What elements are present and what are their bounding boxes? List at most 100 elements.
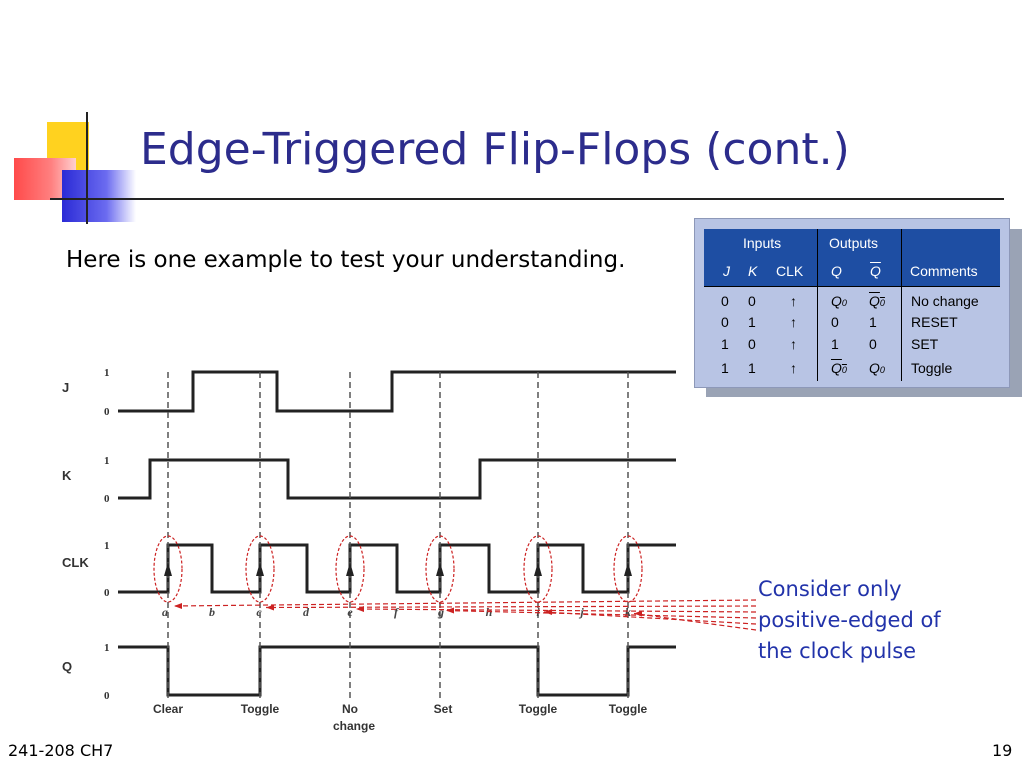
truth-row-k: 1	[748, 360, 756, 376]
truth-row-comment: Toggle	[911, 360, 953, 376]
truth-row-k: 0	[748, 293, 756, 309]
header-q: Q	[831, 263, 842, 279]
segment-label: j	[578, 605, 584, 619]
header-clk: CLK	[776, 263, 804, 279]
header-outputs: Outputs	[829, 235, 879, 251]
pointer-arrowhead-icon	[174, 603, 182, 609]
truth-row-qbar: Q0	[869, 293, 885, 309]
truth-row-q: Q0	[831, 293, 847, 309]
edge-highlight-ellipse	[613, 535, 643, 603]
truth-table-divider-v1	[817, 229, 818, 381]
edge-highlight-ellipse	[153, 535, 183, 603]
edge-highlight-ellipse	[425, 535, 455, 603]
clock-rising-edge-icon: ↑	[790, 314, 797, 330]
truth-row-j: 1	[721, 360, 729, 376]
truth-row-qbar: 1	[869, 314, 877, 330]
pointer-line	[173, 599, 757, 607]
truth-row-comment: RESET	[911, 314, 958, 330]
q-state-label: Toggle	[519, 702, 558, 716]
truth-row-q: Q0	[831, 360, 847, 376]
header-comments: Comments	[910, 263, 978, 279]
q-waveform	[118, 645, 676, 697]
edge-highlight-ellipse	[335, 535, 365, 603]
level-high-label: 1	[104, 540, 110, 552]
rising-edge-arrow-icon	[624, 562, 632, 576]
level-high-label: 1	[104, 367, 110, 379]
truth-row-k: 1	[748, 314, 756, 330]
q-state-label: Toggle	[241, 702, 280, 716]
truth-row-comment: SET	[911, 336, 939, 352]
level-low-label: 0	[104, 493, 110, 505]
pointer-arrowhead-icon	[356, 606, 364, 612]
pointer-line	[633, 612, 757, 631]
signal-label-j: J	[62, 380, 69, 395]
footer-course-code: 241-208 CH7	[8, 741, 114, 760]
truth-row-k: 0	[748, 336, 756, 352]
header-k: K	[748, 263, 758, 279]
rising-edge-arrow-icon	[164, 562, 172, 576]
level-low-label: 0	[104, 690, 110, 702]
q-state-label: Set	[434, 702, 453, 716]
segment-label: d	[303, 605, 310, 619]
clock-rising-edge-icon: ↑	[790, 336, 797, 352]
header-inputs: Inputs	[743, 235, 782, 251]
rising-edge-arrow-icon	[256, 562, 264, 576]
level-high-label: 1	[104, 642, 110, 654]
q-state-label: Toggle	[609, 702, 648, 716]
j-waveform	[118, 370, 676, 413]
decor-blue-square	[62, 170, 136, 222]
signal-label-q: Q	[62, 659, 72, 674]
clock-rising-edge-icon: ↑	[790, 360, 797, 376]
pointer-line	[265, 605, 757, 609]
pointer-line	[355, 608, 757, 613]
segment-label: g	[437, 605, 444, 619]
pointer-arrowhead-icon	[544, 609, 552, 615]
header-qbar: Q	[870, 263, 881, 279]
segment-label: e	[347, 605, 353, 619]
level-low-label: 0	[104, 587, 110, 599]
truth-row-j: 1	[721, 336, 729, 352]
segment-label: c	[256, 605, 262, 619]
q-state-label: change	[333, 719, 375, 733]
truth-row-qbar: 0	[869, 336, 877, 352]
signal-label-clk: CLK	[62, 555, 89, 570]
truth-row-j: 0	[721, 293, 729, 309]
signal-label-k: K	[62, 468, 72, 483]
truth-row-qbar: Q0	[869, 360, 885, 376]
rising-edge-arrow-icon	[534, 562, 542, 576]
pointer-arrowhead-icon	[634, 610, 642, 617]
truth-table-header	[704, 229, 1000, 286]
truth-row-j: 0	[721, 314, 729, 330]
clock-rising-edge-icon: ↑	[790, 293, 797, 309]
rising-edge-arrow-icon	[436, 562, 444, 576]
clk-waveform	[118, 543, 676, 594]
pointer-arrowhead-icon	[266, 604, 274, 611]
decor-vertical-line	[86, 112, 88, 224]
truth-row-q: 0	[831, 314, 839, 330]
truth-table-divider-h	[704, 286, 1000, 287]
level-high-label: 1	[104, 455, 110, 467]
edge-note: Consider only positive-edged of the cloc…	[758, 577, 941, 663]
slide-title: Edge-Triggered Flip-Flops (cont.)	[140, 124, 850, 175]
edge-highlight-ellipse	[245, 535, 275, 603]
k-waveform	[118, 458, 676, 500]
header-j: J	[723, 263, 730, 279]
edge-highlight-ellipse	[523, 535, 553, 603]
truth-row-q: 1	[831, 336, 839, 352]
pointer-line	[445, 609, 757, 619]
segment-label: i	[536, 605, 540, 619]
q-state-label: No	[342, 702, 358, 716]
q-state-label: Clear	[153, 702, 183, 716]
segment-label: f	[394, 605, 399, 619]
segment-label: a	[162, 605, 168, 619]
truth-row-comment: No change	[911, 293, 979, 309]
pointer-line	[543, 611, 757, 625]
page-number: 19	[992, 741, 1013, 760]
decor-horizontal-line	[50, 198, 1004, 200]
rising-edge-arrow-icon	[346, 562, 354, 576]
level-low-label: 0	[104, 406, 110, 418]
segment-label: b	[209, 605, 215, 619]
pointer-arrowhead-icon	[446, 607, 454, 614]
truth-table-divider-v2	[901, 229, 902, 381]
